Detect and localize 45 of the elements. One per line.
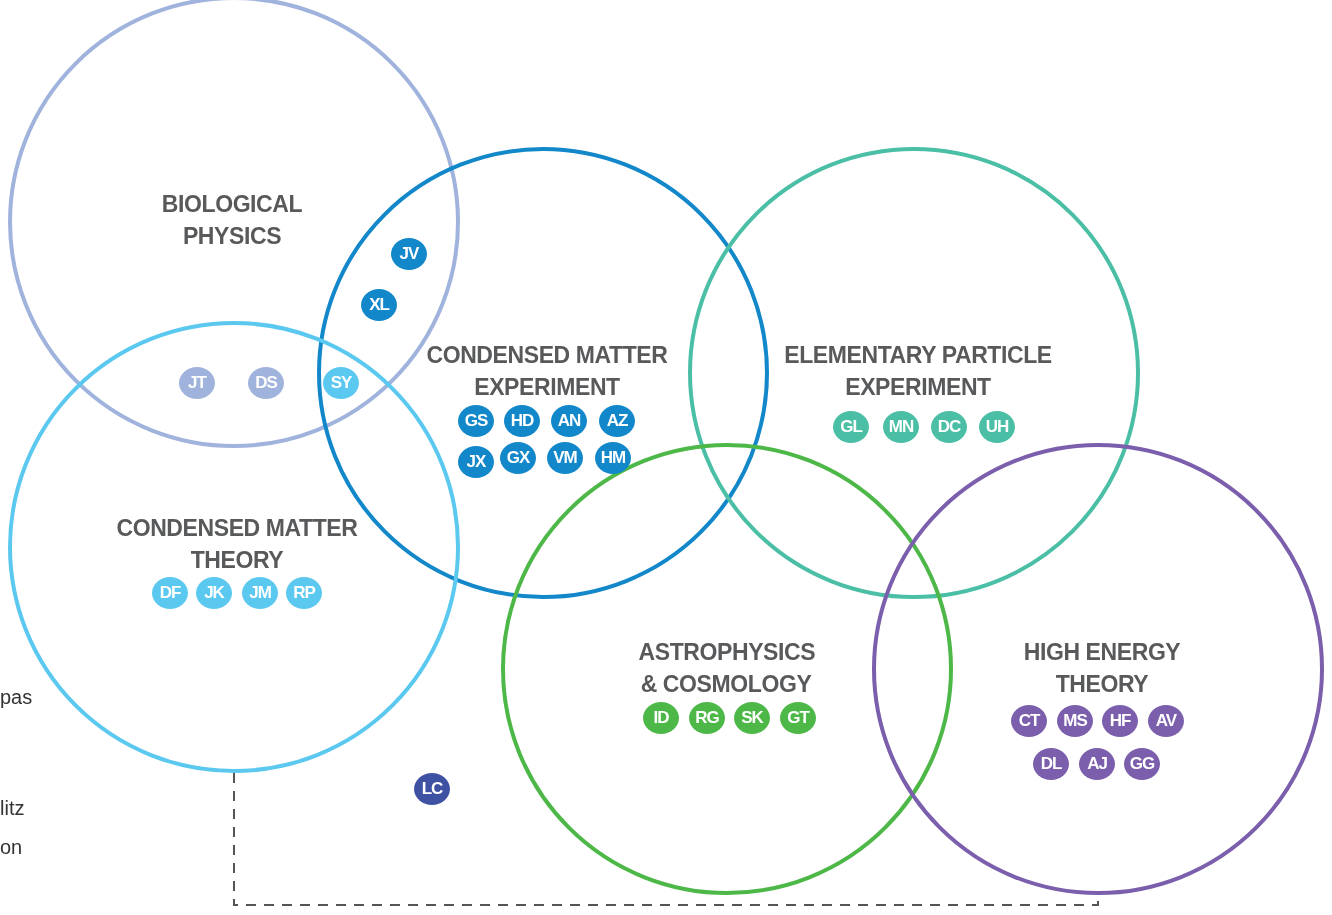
category-title: ELEMENTARY PARTICLE EXPERIMENT xyxy=(783,341,1053,402)
initials-badge: XL xyxy=(361,289,397,321)
initials-badge: DL xyxy=(1033,748,1069,780)
category-title: ASTROPHYSICS & COSMOLOGY xyxy=(638,638,814,699)
initials-badge: CT xyxy=(1011,705,1047,737)
initials-badge: AJ xyxy=(1079,748,1115,780)
initials-badge: ID xyxy=(643,702,679,734)
initials-badge: HD xyxy=(504,405,540,437)
category-title: HIGH ENERGY THEORY xyxy=(1022,638,1182,699)
initials-badge: DS xyxy=(248,367,284,399)
initials-badge: HM xyxy=(595,442,631,474)
initials-badge: RG xyxy=(689,702,725,734)
initials-badge: GT xyxy=(780,702,816,734)
category-title: CONDENSED MATTER THEORY xyxy=(115,514,359,575)
initials-badge: UH xyxy=(979,411,1015,443)
initials-badge: JM xyxy=(242,577,278,609)
category-title: CONDENSED MATTER EXPERIMENT xyxy=(425,341,669,402)
initials-badge: GG xyxy=(1124,748,1160,780)
initials-badge: DF xyxy=(152,577,188,609)
initials-badge: JX xyxy=(458,446,494,478)
initials-badge: VM xyxy=(547,442,583,474)
initials-badge: SK xyxy=(734,702,770,734)
initials-badge: GL xyxy=(833,411,869,443)
initials-badge: SY xyxy=(323,367,359,399)
initials-badge: AN xyxy=(551,405,587,437)
initials-badge: MN xyxy=(883,411,919,443)
category-title: BIOLOGICAL PHYSICS xyxy=(160,190,304,251)
text-fragment: pas xyxy=(0,686,33,709)
dashed-connector xyxy=(233,772,1099,906)
initials-badge: GX xyxy=(500,442,536,474)
initials-badge: LC xyxy=(414,773,450,805)
initials-badge: AV xyxy=(1148,705,1184,737)
venn-circle xyxy=(872,443,1324,895)
venn-circle xyxy=(688,147,1140,599)
initials-badge: JK xyxy=(196,577,232,609)
initials-badge: HF xyxy=(1102,705,1138,737)
text-fragment: litz xyxy=(0,797,25,820)
initials-badge: RP xyxy=(286,577,322,609)
initials-badge: MS xyxy=(1057,705,1093,737)
text-fragment: on xyxy=(0,836,23,859)
initials-badge: JT xyxy=(179,367,215,399)
initials-badge: JV xyxy=(391,238,427,270)
initials-badge: GS xyxy=(458,405,494,437)
initials-badge: DC xyxy=(931,411,967,443)
initials-badge: AZ xyxy=(599,405,635,437)
